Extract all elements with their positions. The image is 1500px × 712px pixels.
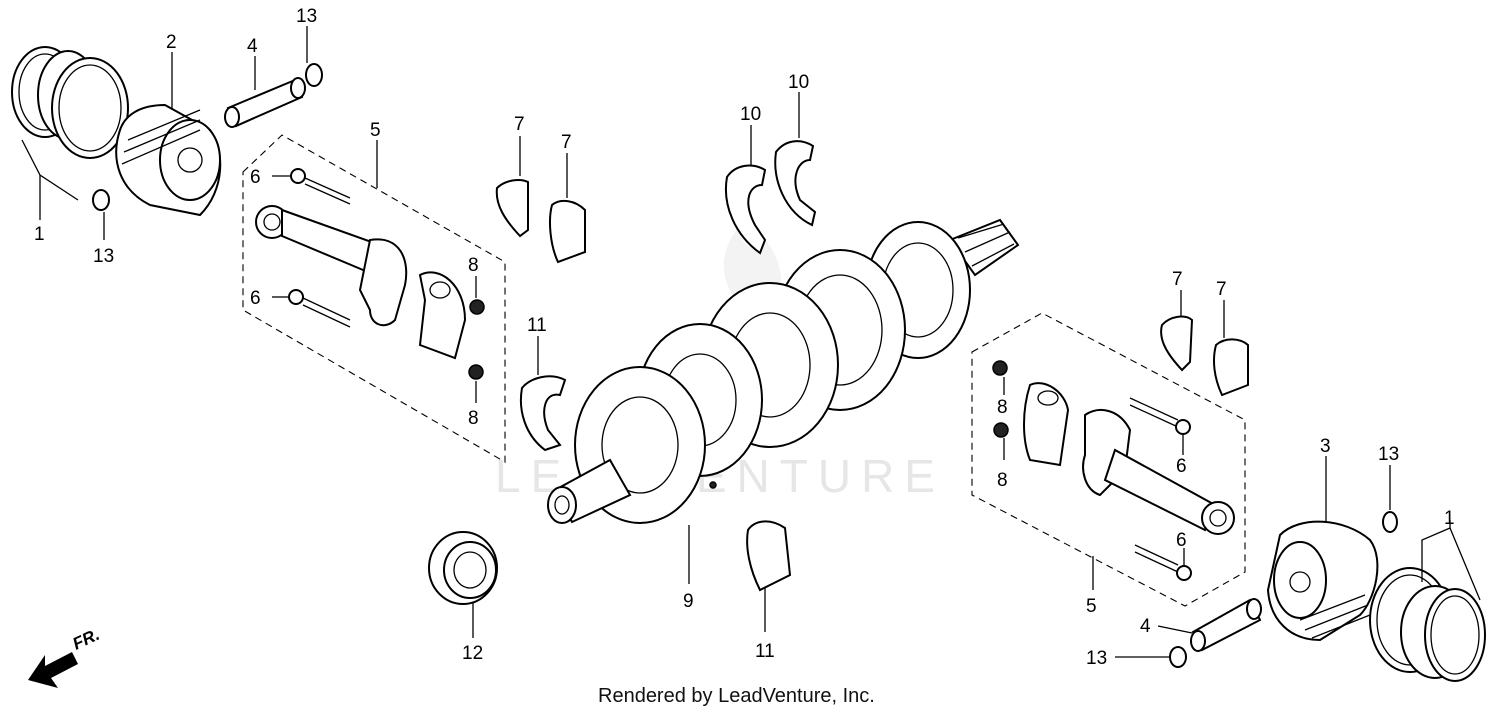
- callout-line-1-right: [1421, 527, 1481, 601]
- rendered-by-credit: Rendered by LeadVenture, Inc.: [598, 685, 875, 707]
- piston-pin-left: [224, 77, 306, 128]
- callout-11-lower: 11: [755, 641, 775, 662]
- callout-10a: 10: [740, 104, 761, 125]
- conrod-box-left: [242, 134, 506, 463]
- oil-seal: [428, 531, 498, 605]
- conrod-nut-right-top: [992, 360, 1008, 376]
- callout-13-right-bottom: 13: [1086, 648, 1107, 669]
- callout-1-right: 1: [1444, 508, 1455, 529]
- conrod-box-right: [971, 312, 1246, 607]
- callout-9: 9: [683, 591, 694, 612]
- conrod-bolt-left-top: [290, 168, 351, 205]
- piston-pin-right: [1190, 598, 1262, 652]
- callout-7d: 7: [1216, 279, 1227, 300]
- connecting-rod-left: [255, 205, 408, 327]
- callout-4-right: 4: [1140, 616, 1151, 637]
- callout-8-left-top: 8: [468, 255, 479, 276]
- callout-7c: 7: [1172, 269, 1183, 290]
- piston-pin-clip-left-top: [305, 63, 323, 87]
- main-bearing-11-lower: [746, 520, 792, 592]
- piston-pin-clip-left-bottom: [92, 189, 110, 211]
- conrod-nut-left-bottom: [468, 364, 484, 380]
- callout-8-right-bottom: 8: [997, 470, 1008, 491]
- callout-3: 3: [1320, 436, 1331, 457]
- callout-2: 2: [166, 32, 177, 53]
- conrod-bolt-right-top: [1129, 397, 1191, 435]
- callout-10b: 10: [788, 72, 809, 93]
- callout-7b: 7: [561, 132, 572, 153]
- piston-left: [115, 103, 222, 217]
- piston-pin-clip-right-bottom: [1169, 646, 1187, 668]
- callout-6-left-top: 6: [250, 167, 261, 188]
- callout-5-left: 5: [370, 120, 381, 141]
- callout-13-right-top: 13: [1378, 444, 1399, 465]
- conrod-bearing-7b: [549, 199, 586, 264]
- callout-11-upper: 11: [527, 315, 547, 336]
- front-direction-label: FR.: [70, 625, 103, 654]
- piston-pin-clip-right-top: [1382, 511, 1398, 533]
- callout-1-left: 1: [34, 224, 45, 245]
- crankshaft: [547, 218, 1020, 524]
- main-bearing-11-upper: [519, 375, 567, 452]
- callout-6-right-bottom: 6: [1176, 530, 1187, 551]
- conrod-bearing-7a: [495, 179, 529, 238]
- callout-4-left: 4: [247, 36, 258, 57]
- conrod-nut-left-top: [469, 299, 485, 315]
- thrust-washer-10a: [725, 164, 767, 255]
- piston-rings-left: [11, 46, 129, 159]
- front-direction-arrow-icon: [28, 652, 78, 688]
- callout-6-left-bottom: 6: [250, 288, 261, 309]
- conrod-bearing-7d: [1213, 338, 1249, 397]
- connecting-rod-right: [1082, 409, 1235, 535]
- conrod-cap-right: [1023, 382, 1070, 467]
- callout-12: 12: [462, 643, 483, 664]
- conrod-cap-left: [418, 271, 467, 360]
- conrod-bolt-right-bottom: [1134, 544, 1192, 581]
- callout-13-left-bottom: 13: [93, 246, 114, 267]
- callout-8-right-top: 8: [997, 397, 1008, 418]
- callout-6-right-top: 6: [1176, 456, 1187, 477]
- callout-7a: 7: [514, 114, 525, 135]
- callout-8-left-bottom: 8: [468, 408, 479, 429]
- callout-5-right: 5: [1086, 596, 1097, 617]
- conrod-bearing-7c: [1160, 315, 1194, 372]
- callout-13-left-top: 13: [296, 6, 317, 27]
- thrust-washer-10b: [774, 140, 817, 227]
- conrod-bolt-left-bottom: [288, 289, 351, 328]
- conrod-nut-right-bottom: [993, 422, 1009, 438]
- piston-right: [1266, 520, 1379, 642]
- piston-rings-right: [1369, 567, 1486, 682]
